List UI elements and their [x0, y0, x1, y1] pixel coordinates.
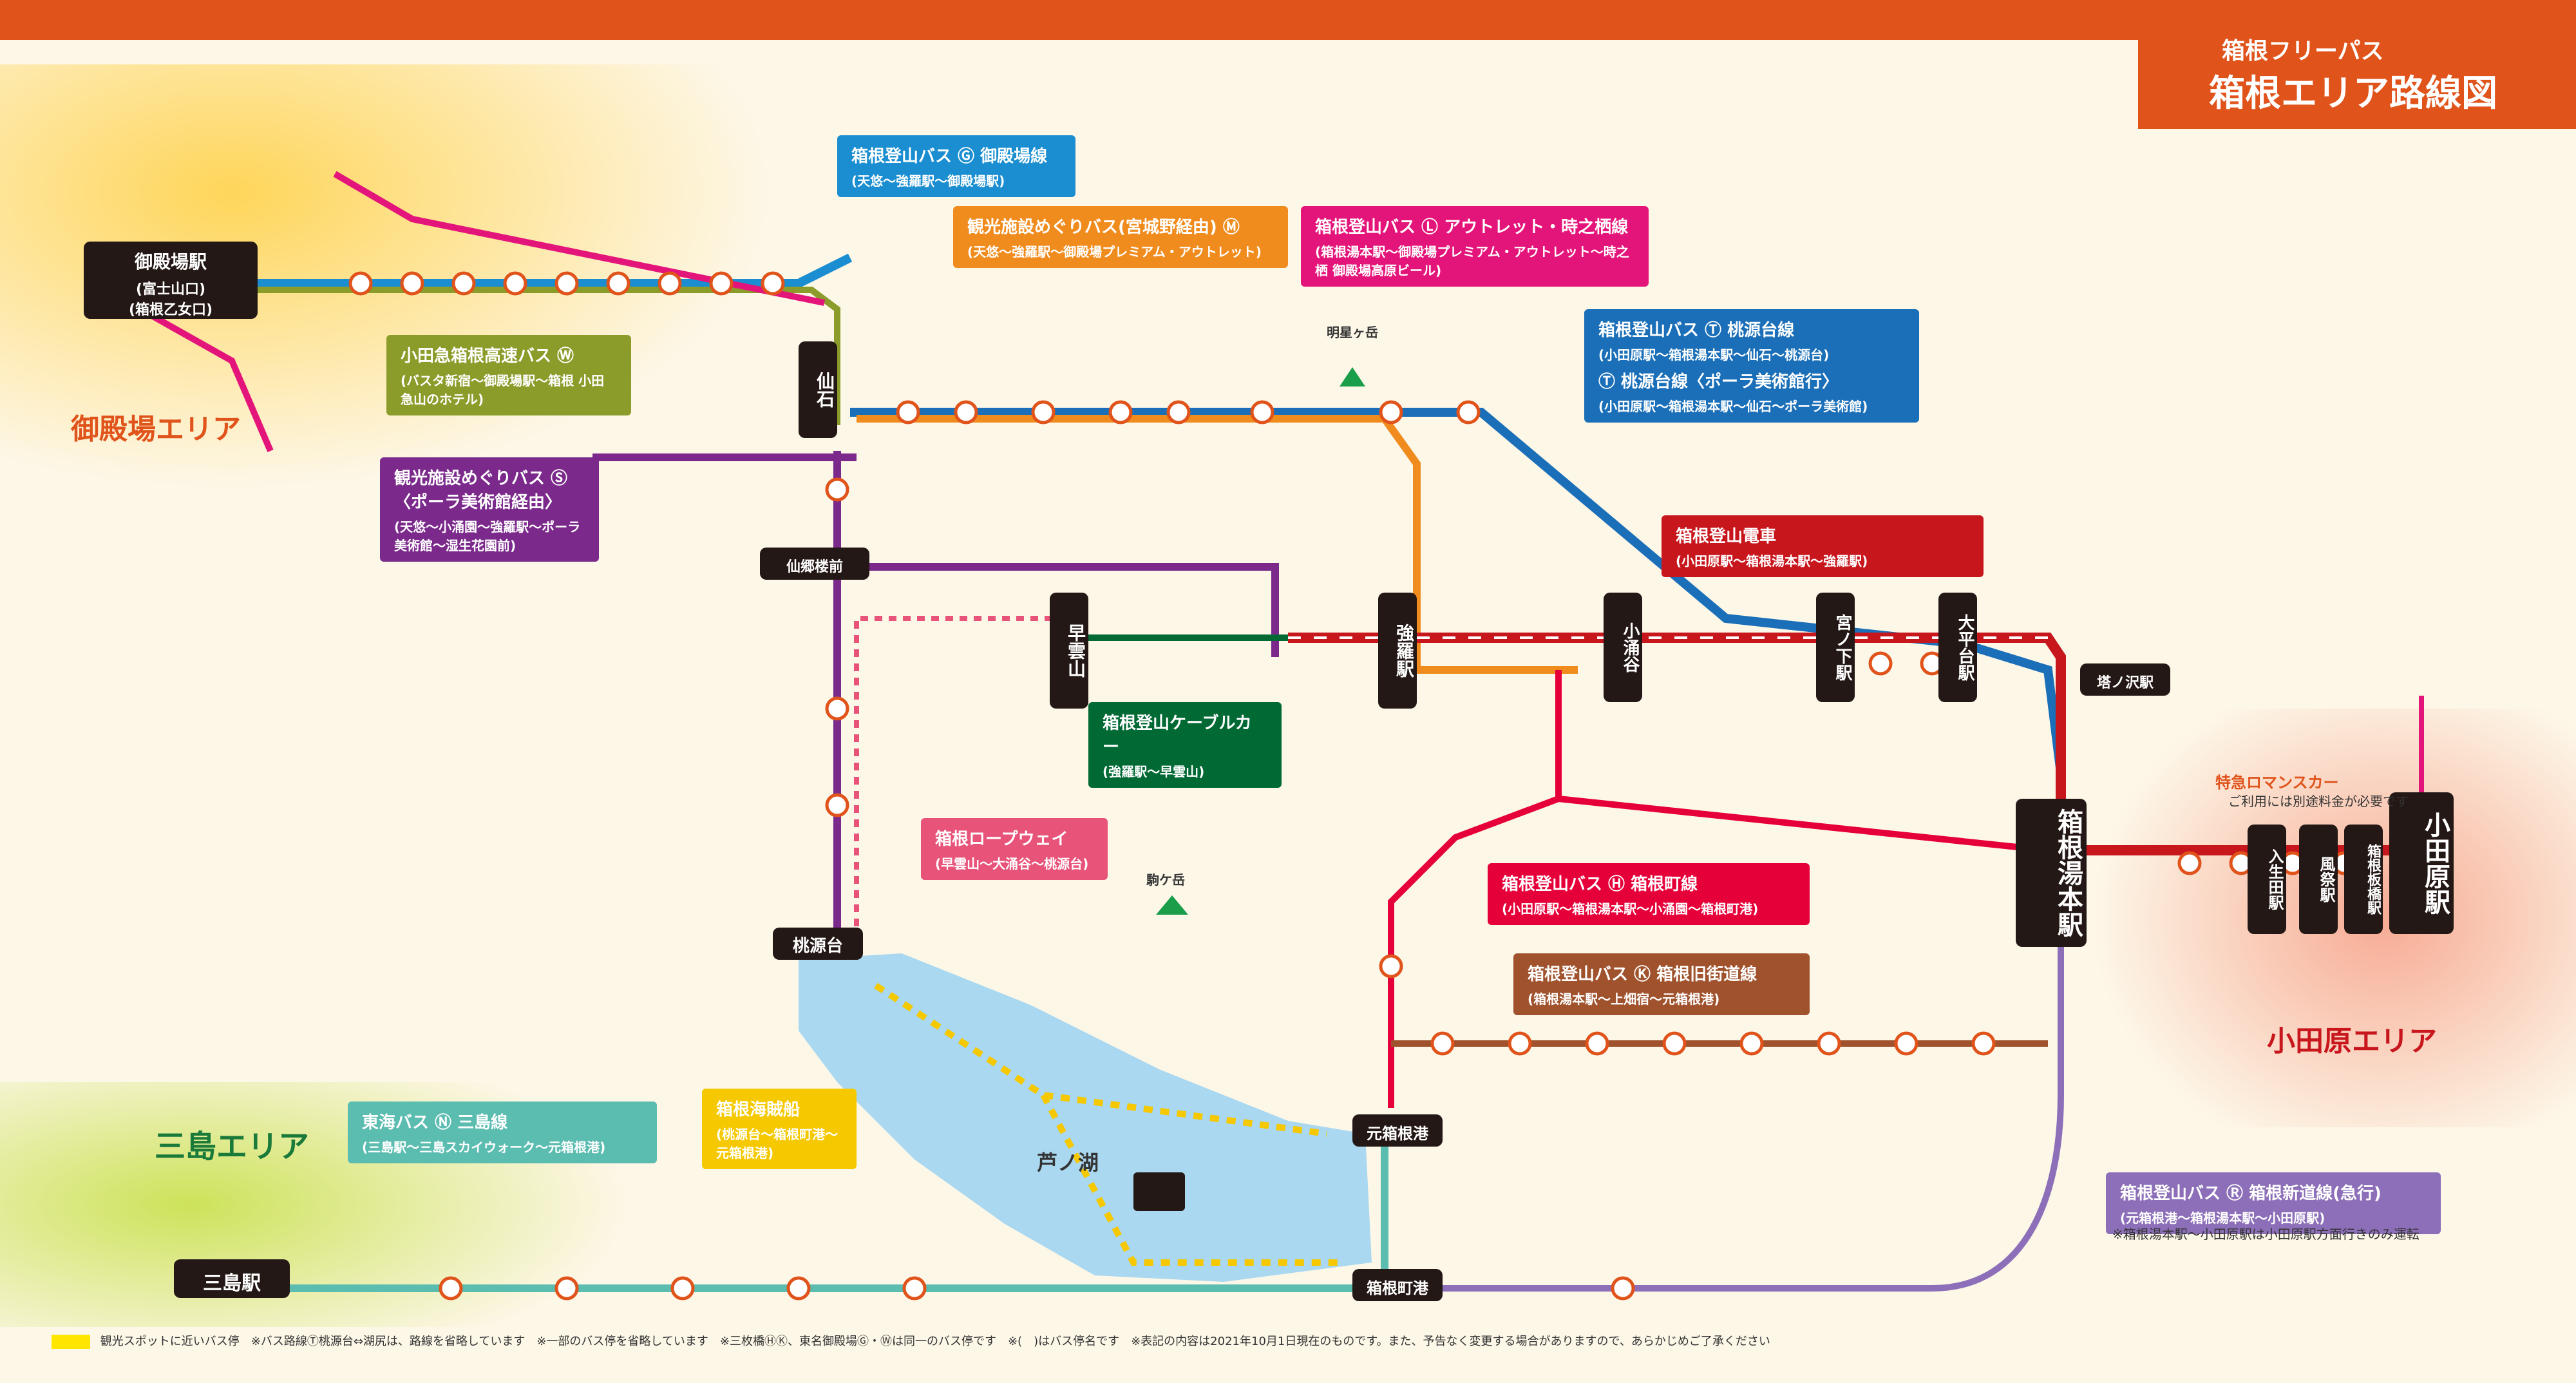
area-label-odawara: 小田原エリア — [2267, 1025, 2437, 1058]
line-t-path — [850, 408, 2065, 774]
station-hakonemachi[interactable]: 箱根町港 — [1352, 1269, 1443, 1301]
header-subtitle: 箱根フリーパス — [2222, 38, 2384, 64]
area-label-gotemba: 御殿場エリア — [71, 413, 241, 446]
line-box-s[interactable]: 観光施設めぐりバス Ⓢ〈ポーラ美術館経由〉 (天悠〜小涌園〜強羅駅〜ポーラ美術館… — [380, 457, 599, 562]
line-n-sub: (三島駅〜三島スカイウォーク〜元箱根港) — [362, 1140, 606, 1155]
line-box-l[interactable]: 箱根登山バス Ⓛ アウトレット・時之栖線 (箱根湯本駅〜御殿場プレミアム・アウト… — [1301, 206, 1649, 287]
line-w-sub: (バスタ新宿〜御殿場駅〜箱根 小田急山のホテル) — [401, 373, 605, 407]
line-box-n[interactable]: 東海バス Ⓝ 三島線 (三島駅〜三島スカイウォーク〜元箱根港) — [348, 1102, 657, 1163]
line-l-title: 箱根登山バス Ⓛ アウトレット・時之栖線 — [1315, 218, 1629, 237]
line-ship-sub: (桃源台〜箱根町港〜元箱根港) — [716, 1127, 838, 1161]
line-w-title: 小田急箱根高速バス Ⓦ — [401, 347, 574, 366]
legend: 観光スポットに近いバス停 ※バス路線Ⓣ桃源台⇔湖尻は、路線を省略しています ※一… — [52, 1332, 1770, 1349]
line-l-path — [127, 171, 825, 452]
station-hakone-yumoto[interactable]: 箱根湯本駅 — [2016, 799, 2087, 947]
line-box-ship[interactable]: 箱根海賊船 (桃源台〜箱根町港〜元箱根港) — [702, 1089, 857, 1169]
line-r-title: 箱根登山バス Ⓡ 箱根新道線(急行) — [2120, 1184, 2382, 1203]
line-r-note: ※箱根湯本駅〜小田原駅は小田原駅方面行きのみ運転 — [2112, 1226, 2420, 1242]
line-box-h[interactable]: 箱根登山バス Ⓗ 箱根町線 (小田原駅〜箱根湯本駅〜小涌園〜箱根町港) — [1488, 863, 1810, 925]
station-iriuda[interactable]: 入生田駅 — [2248, 825, 2286, 934]
line-ropeway-sub: (早雲山〜大涌谷〜桃源台) — [935, 856, 1089, 872]
line-box-m[interactable]: 観光施設めぐりバス(宮城野経由) Ⓜ (天悠〜強羅駅〜御殿場プレミアム・アウトレ… — [953, 206, 1288, 268]
line-g-sub: (天悠〜強羅駅〜御殿場駅) — [851, 173, 1005, 189]
station-kowakudani[interactable]: 小涌谷 — [1604, 593, 1642, 702]
legend-swatch — [52, 1335, 90, 1349]
station-miyanoshita[interactable]: 宮ノ下駅 — [1816, 593, 1855, 702]
lake-ashinoko — [799, 953, 1372, 1282]
line-t-title: 箱根登山バス Ⓣ 桃源台線 — [1598, 321, 1795, 340]
station-tonosawa[interactable]: 塔ノ沢駅 — [2080, 663, 2170, 696]
station-gora[interactable]: 強羅駅 — [1378, 593, 1417, 709]
line-box-k[interactable]: 箱根登山バス Ⓚ 箱根旧街道線 (箱根湯本駅〜上畑宿〜元箱根港) — [1513, 953, 1810, 1015]
line-m-sub: (天悠〜強羅駅〜御殿場プレミアム・アウトレット) — [967, 244, 1262, 260]
station-motohakone[interactable]: 元箱根港 — [1352, 1114, 1443, 1147]
line-h-title: 箱根登山バス Ⓗ 箱根町線 — [1502, 875, 1698, 894]
line-cable-sub: (強羅駅〜早雲山) — [1103, 764, 1205, 779]
mountain-label-myojo: 明星ヶ岳 — [1327, 325, 1378, 340]
line-railway-path — [1288, 633, 2421, 855]
line-r-sub: (元箱根港〜箱根湯本駅〜小田原駅) — [2120, 1210, 2325, 1226]
line-box-cable[interactable]: 箱根登山ケーブルカー (強羅駅〜早雲山) — [1088, 702, 1282, 788]
mountain-label-komagatake: 駒ケ岳 — [1146, 872, 1185, 888]
station-sengokuhara[interactable]: 仙郷楼前 — [760, 548, 869, 580]
line-ship-title: 箱根海賊船 — [716, 1100, 800, 1120]
romance-car-label: 特急ロマンスカー — [2215, 774, 2339, 792]
station-togendai[interactable]: 桃源台 — [773, 928, 863, 960]
line-cable-title: 箱根登山ケーブルカー — [1103, 714, 1252, 757]
mountain-icon — [1340, 367, 1365, 386]
station-gotemba-label: 御殿場駅 — [134, 251, 207, 272]
station-mishima[interactable]: 三島駅 — [174, 1259, 290, 1298]
line-railway-sub: (小田原駅〜箱根湯本駅〜強羅駅) — [1676, 553, 1868, 569]
station-hakoneitabashi[interactable]: 箱根板橋駅 — [2344, 825, 2383, 934]
romance-car-note: ご利用には別途料金が必要です — [2228, 794, 2409, 809]
line-ropeway-path — [854, 616, 1056, 940]
line-tp-title: Ⓣ 桃源台線〈ポーラ美術館行〉 — [1598, 372, 1839, 392]
line-box-t[interactable]: 箱根登山バス Ⓣ 桃源台線 (小田原駅〜箱根湯本駅〜仙石〜桃源台) Ⓣ 桃源台線… — [1584, 309, 1919, 423]
line-n-title: 東海バス Ⓝ 三島線 — [362, 1113, 508, 1132]
line-g-title: 箱根登山バス Ⓖ 御殿場線 — [851, 147, 1048, 166]
line-h-sub: (小田原駅〜箱根湯本駅〜小涌園〜箱根町港) — [1502, 901, 1759, 917]
line-k-sub: (箱根湯本駅〜上畑宿〜元箱根港) — [1528, 991, 1720, 1007]
line-box-ropeway[interactable]: 箱根ロープウェイ (早雲山〜大涌谷〜桃源台) — [921, 818, 1108, 880]
station-sounzan[interactable]: 早雲山 — [1050, 593, 1088, 709]
line-box-r[interactable]: 箱根登山バス Ⓡ 箱根新道線(急行) (元箱根港〜箱根湯本駅〜小田原駅) — [2106, 1172, 2441, 1234]
line-k-title: 箱根登山バス Ⓚ 箱根旧街道線 — [1528, 965, 1757, 984]
line-g-path — [90, 253, 853, 288]
line-ship-path — [874, 982, 1340, 1266]
line-s-sub: (天悠〜小涌園〜強羅駅〜ポーラ美術館〜湿生花園前) — [394, 519, 581, 553]
area-label-mishima: 三島エリア — [155, 1129, 310, 1165]
line-s-path — [592, 451, 1279, 940]
header-title: 箱根エリア路線図 — [2209, 73, 2497, 115]
station-kazamatsuri[interactable]: 風祭駅 — [2299, 825, 2338, 934]
line-railway-title: 箱根登山電車 — [1676, 527, 1777, 546]
legend-text: 観光スポットに近いバス停 ※バス路線Ⓣ桃源台⇔湖尻は、路線を省略しています ※一… — [100, 1335, 1770, 1348]
station-gotemba-sub2: (箱根乙女口) — [128, 302, 213, 318]
line-s-title: 観光施設めぐりバス Ⓢ〈ポーラ美術館経由〉 — [394, 469, 568, 512]
station-sengoku[interactable]: 仙石 — [799, 341, 837, 438]
header-panel: 箱根フリーパス 箱根エリア路線図 — [2138, 0, 2576, 129]
station-odawara[interactable]: 小田原駅 — [2389, 792, 2454, 934]
line-tp-sub: (小田原駅〜箱根湯本駅〜仙石〜ポーラ美術館) — [1598, 399, 1868, 414]
ship-icon — [1133, 1172, 1185, 1211]
line-m-path — [857, 415, 1578, 674]
station-gotemba-sub1: (富士山口) — [135, 281, 206, 298]
line-m-title: 観光施設めぐりバス(宮城野経由) Ⓜ — [967, 218, 1240, 237]
station-gotemba[interactable]: 御殿場駅 (富士山口) (箱根乙女口) — [84, 242, 258, 319]
line-box-railway[interactable]: 箱根登山電車 (小田原駅〜箱根湯本駅〜強羅駅) — [1662, 515, 1984, 577]
line-r-path — [1391, 902, 2064, 1292]
mountain-icon — [1156, 895, 1188, 915]
line-t-sub: (小田原駅〜箱根湯本駅〜仙石〜桃源台) — [1598, 347, 1830, 363]
station-ohiradai[interactable]: 大平台駅 — [1938, 593, 1977, 702]
line-box-g[interactable]: 箱根登山バス Ⓖ 御殿場線 (天悠〜強羅駅〜御殿場駅) — [837, 135, 1075, 197]
stop-markers — [348, 271, 2356, 1301]
lake-label: 芦ノ湖 — [1037, 1150, 1099, 1175]
line-l-sub: (箱根湯本駅〜御殿場プレミアム・アウトレット〜時之栖 御殿場高原ビール) — [1315, 244, 1629, 278]
line-box-w[interactable]: 小田急箱根高速バス Ⓦ (バスタ新宿〜御殿場駅〜箱根 小田急山のホテル) — [386, 335, 631, 415]
line-ropeway-title: 箱根ロープウェイ — [935, 830, 1068, 849]
